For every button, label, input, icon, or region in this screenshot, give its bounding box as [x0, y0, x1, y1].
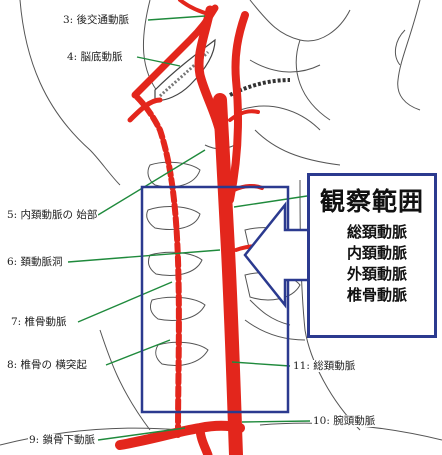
skull-base-texture [158, 50, 210, 98]
callout-title: 観察範囲 [319, 187, 424, 216]
label-vertebral-artery: 7: 椎骨動脈 [10, 316, 68, 328]
label-basilar-artery: 4: 脳底動脈 [66, 51, 124, 63]
label-common-carotid-artery: 11: 総頚動脈 [292, 360, 357, 372]
label-transverse-process: 8: 椎骨の 横突起 [6, 359, 88, 371]
label-brachiocephalic-artery: 10: 腕頭動脈 [312, 415, 377, 427]
brachiocephalic-stub [195, 423, 213, 455]
callout-item: 椎骨動脈 [346, 286, 407, 304]
callout-item-list: 総頚動脈 内頚動脈 外頚動脈 椎骨動脈 [310, 222, 434, 306]
observation-range-callout: 観察範囲 総頚動脈 内頚動脈 外頚動脈 椎骨動脈 [307, 173, 437, 338]
vertebral-artery [132, 92, 182, 438]
vertebral-branch [127, 97, 163, 123]
leader-lines [67, 15, 311, 441]
label-carotid-sinus: 6: 頚動脈洞 [6, 256, 64, 268]
observation-range-frame [140, 185, 290, 414]
label-subclavian-artery: 9: 鎖骨下動脈 [28, 434, 97, 446]
posterior-communicating-artery [178, 0, 214, 17]
callout-arrow [243, 201, 310, 309]
basilar-artery [131, 4, 219, 99]
external-carotid-artery [226, 11, 249, 204]
label-posterior-communicating-artery: 3: 後交通動脈 [62, 14, 131, 26]
ext-branch-3 [228, 109, 260, 122]
internal-carotid-artery [194, 5, 227, 145]
label-internal-carotid-origin: 5: 内頚動脈の 始部 [6, 209, 99, 221]
callout-item: 総頚動脈 [346, 223, 407, 241]
callout-item: 外頚動脈 [346, 265, 407, 283]
callout-item: 内頚動脈 [346, 244, 407, 262]
